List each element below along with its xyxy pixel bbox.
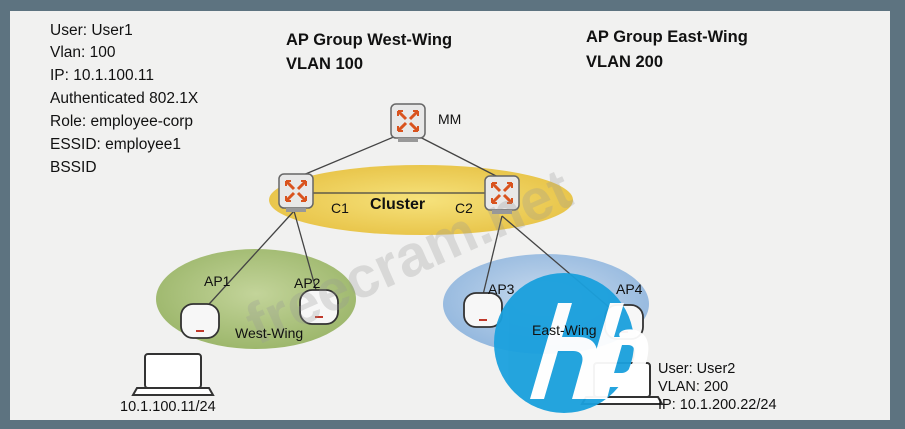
user1-bssid: BSSID: [50, 159, 97, 176]
user1-essid: ESSID: employee1: [50, 136, 181, 153]
laptop-user1-icon: [132, 353, 214, 396]
laptop1-ip: 10.1.100.11/24: [120, 399, 216, 415]
cluster-label: Cluster: [370, 196, 426, 213]
user1-name: User: User1: [50, 22, 133, 39]
controller-c1-icon: [277, 172, 315, 214]
east-group-title: AP Group East-Wing: [586, 28, 748, 46]
user2-name: User: User2: [658, 361, 736, 377]
hp-logo-icon: [494, 273, 649, 413]
ap1-icon: [180, 303, 220, 339]
user2-vlan: VLAN: 200: [658, 379, 729, 395]
east-wing-label: East-Wing: [532, 322, 597, 338]
c1-label: C1: [331, 200, 349, 216]
ap1-label: AP1: [204, 273, 231, 289]
diagram-drawing: [132, 102, 663, 413]
user1-vlan: Vlan: 100: [50, 44, 116, 61]
east-group-vlan: VLAN 200: [586, 53, 664, 71]
mobility-master-icon: [389, 102, 427, 144]
diagram-canvas: freecram.net User: User1 Vlan: 100 IP: 1…: [10, 11, 890, 420]
west-group-vlan: VLAN 100: [286, 55, 364, 73]
user2-ip: IP: 10.1.200.22/24: [658, 397, 777, 413]
ap3-icon: [463, 292, 503, 328]
ap2-label: AP2: [294, 275, 321, 291]
ap4-label: AP4: [616, 281, 643, 297]
c2-label: C2: [455, 200, 473, 216]
user1-role: Role: employee-corp: [50, 113, 194, 130]
user1-ip: IP: 10.1.100.11: [50, 67, 154, 84]
mm-label: MM: [438, 111, 462, 127]
west-wing-label: West-Wing: [235, 325, 304, 341]
ap3-label: AP3: [488, 281, 515, 297]
west-group-title: AP Group West-Wing: [286, 31, 453, 49]
user1-auth: Authenticated 802.1X: [50, 90, 199, 107]
